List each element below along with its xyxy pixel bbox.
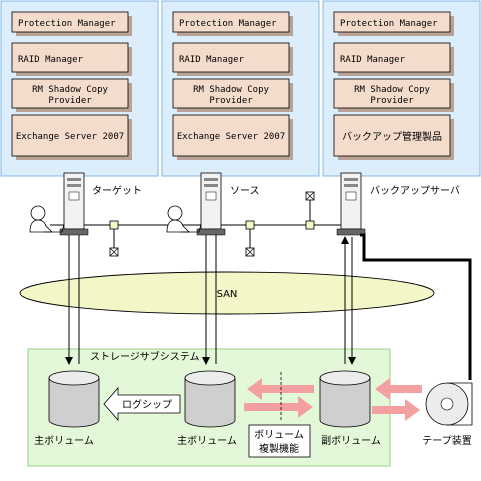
module-label: Protection Manager [179, 19, 277, 29]
host-panel-source: Protection Manager RAID Manager RM Shado… [161, 0, 320, 177]
server-backup-icon [336, 172, 366, 236]
log-ship-arrow [103, 386, 181, 422]
module-label: RAID Manager [179, 55, 245, 65]
volume-label: 主ボリューム [177, 435, 237, 447]
replication-arrows [244, 372, 422, 421]
user-icon [166, 205, 202, 233]
module-rm-shadow-copy: RM Shadow Copy Provider [333, 78, 454, 112]
tape-device-icon [425, 382, 473, 426]
user-icon [29, 205, 65, 233]
host-panel-backup: Protection Manager RAID Manager RM Shado… [322, 0, 481, 177]
module-app: Exchange Server 2007 [172, 114, 293, 160]
volume-primary-target [48, 370, 100, 428]
volume-label: 主ボリューム [34, 435, 94, 447]
module-label-line2: Provider [209, 96, 253, 106]
module-raid-manager: RAID Manager [11, 42, 132, 76]
tape-device-label: テープ装置 [422, 434, 471, 447]
volume-label: 副ボリューム [321, 435, 381, 447]
lan-nodes [109, 191, 315, 257]
module-protection-manager: Protection Manager [11, 11, 132, 36]
module-label: Protection Manager [18, 19, 116, 29]
server-backup-label: バックアップサーバ [370, 185, 460, 197]
module-label: バックアップ管理製品 [342, 130, 442, 143]
module-raid-manager: RAID Manager [333, 42, 454, 76]
module-label-line1: RM Shadow Copy [193, 85, 269, 95]
module-label-line1: RM Shadow Copy [32, 85, 108, 95]
module-protection-manager: Protection Manager [333, 11, 454, 36]
module-label: Exchange Server 2007 [16, 132, 124, 142]
san-label: SAN [217, 289, 238, 300]
module-label-line1: RM Shadow Copy [354, 85, 430, 95]
san-ellipse [19, 271, 435, 315]
module-label-line2: Provider [370, 96, 414, 106]
server-storage-links [65, 233, 472, 380]
server-source-icon [196, 172, 226, 236]
replication-label-line1: ボリューム [254, 429, 304, 441]
module-label: Exchange Server 2007 [177, 132, 285, 142]
replication-label-line2: 複製機能 [259, 442, 299, 455]
server-source-label: ソース [230, 186, 260, 197]
replication-label-box [248, 424, 311, 458]
module-raid-manager: RAID Manager [172, 42, 293, 76]
volume-primary-source [184, 370, 236, 428]
module-label: RAID Manager [18, 55, 84, 65]
server-target-icon [59, 172, 89, 236]
volume-secondary [319, 370, 371, 428]
module-protection-manager: Protection Manager [172, 11, 293, 36]
module-rm-shadow-copy: RM Shadow Copy Provider [172, 78, 293, 112]
module-rm-shadow-copy: RM Shadow Copy Provider [11, 78, 132, 112]
module-label-line2: Provider [48, 96, 92, 106]
module-app: バックアップ管理製品 [333, 114, 454, 160]
module-app: Exchange Server 2007 [11, 114, 132, 160]
module-label: Protection Manager [340, 19, 438, 29]
host-panel-target: Protection Manager RAID Manager RM Shado… [0, 0, 159, 177]
module-label: RAID Manager [340, 55, 406, 65]
storage-title: ストレージサブシステム [90, 350, 200, 363]
server-target-label: ターゲット [92, 185, 142, 197]
log-ship-label: ログシップ [122, 398, 172, 411]
